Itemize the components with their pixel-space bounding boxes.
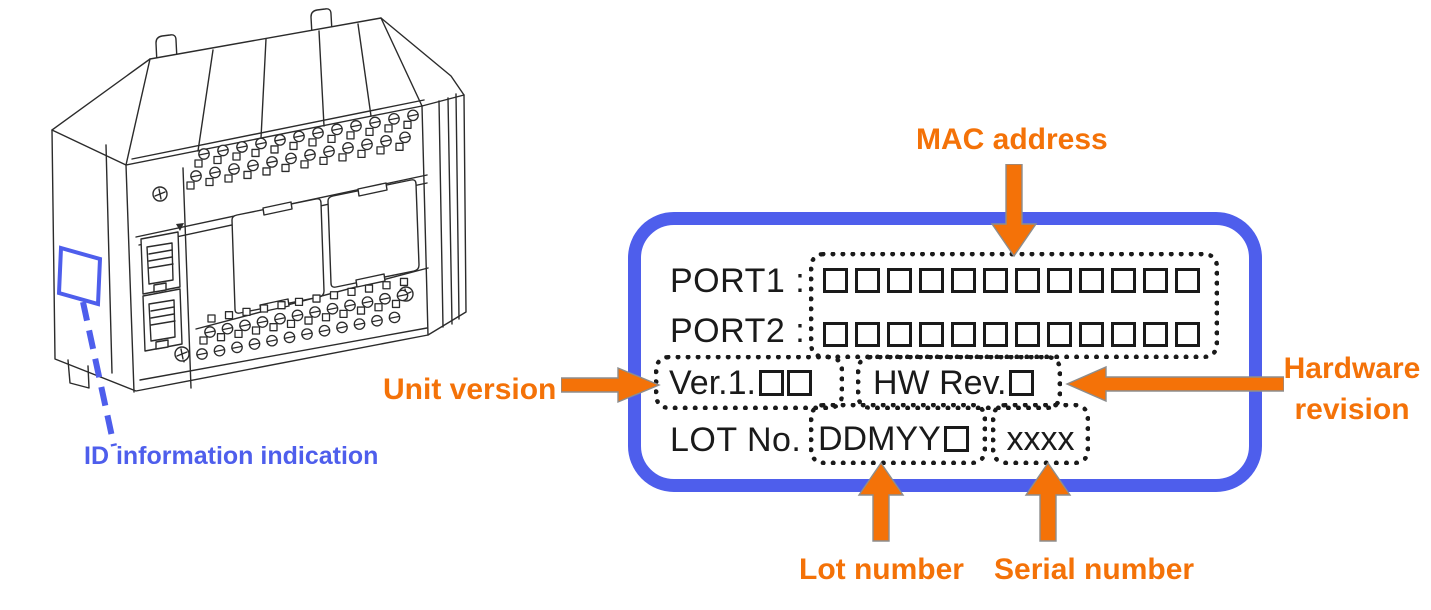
placeholder-square [1175, 322, 1200, 347]
placeholder-square [1015, 268, 1040, 293]
lot-date-prefix: DDMYY [818, 420, 941, 458]
hw-revision-field: HW Rev. [856, 355, 1062, 410]
port1-label: PORT1 : [670, 262, 806, 300]
hw-revision-value: HW Rev. [873, 363, 1035, 403]
port2-mac-squares [823, 322, 1200, 347]
hardware-revision-line1: Hardware [1283, 352, 1421, 385]
placeholder-square [855, 322, 880, 347]
id-plate-marker [56, 245, 103, 307]
lot-number-arrow [857, 462, 905, 542]
placeholder-square [1015, 322, 1040, 347]
id-indication-caption: ID information indication [84, 442, 379, 470]
placeholder-square [887, 268, 912, 293]
placeholder-square [1047, 268, 1072, 293]
placeholder-square [823, 268, 848, 293]
leader-line [80, 301, 117, 447]
unit-version-value: Ver.1. [669, 363, 812, 403]
placeholder-square [943, 426, 969, 452]
lot-date-square [941, 420, 969, 458]
placeholder-square [1079, 268, 1104, 293]
serial-field: xxxx [991, 403, 1090, 465]
placeholder-square [951, 268, 976, 293]
placeholder-square [855, 268, 880, 293]
placeholder-square [1009, 370, 1035, 396]
placeholder-square [887, 322, 912, 347]
unit-version-prefix: Ver.1. [669, 364, 756, 402]
placeholder-square [1111, 322, 1136, 347]
placeholder-square [919, 322, 944, 347]
terminal-cover [231, 198, 325, 314]
terminal-cover [327, 179, 420, 288]
placeholder-square [1175, 268, 1200, 293]
placeholder-square [758, 370, 784, 396]
placeholder-square [786, 370, 812, 396]
mac-address-annotation: MAC address [916, 123, 1108, 156]
unit-version-field: Ver.1. [654, 355, 844, 410]
port2-label: PORT2 : [670, 312, 806, 350]
placeholder-square [1143, 268, 1168, 293]
placeholder-square [1111, 268, 1136, 293]
unit-version-squares [756, 364, 812, 402]
serial-number-annotation: Serial number [994, 553, 1195, 586]
placeholder-square [1143, 322, 1168, 347]
mac-address-field [809, 252, 1219, 359]
unit-version-annotation: Unit version [383, 373, 557, 406]
placeholder-square [983, 268, 1008, 293]
placeholder-square [919, 268, 944, 293]
placeholder-square [1047, 322, 1072, 347]
port1-mac-squares [823, 268, 1200, 293]
serial-number-arrow [1024, 462, 1072, 542]
hw-revision-prefix: HW Rev. [873, 364, 1007, 402]
hardware-revision-arrow [1065, 365, 1284, 403]
mac-address-arrow [990, 164, 1038, 258]
hw-revision-square [1006, 364, 1035, 402]
unit-version-arrow [561, 366, 661, 404]
placeholder-square [983, 322, 1008, 347]
serial-value: xxxx [1006, 420, 1075, 458]
plc-device-drawing [51, 8, 467, 447]
lot-label: LOT No. [670, 421, 802, 459]
lot-number-annotation: Lot number [799, 553, 964, 586]
lot-date-value: DDMYY [818, 419, 969, 459]
hardware-revision-annotation: Hardware revision [1276, 348, 1428, 430]
placeholder-square [823, 322, 848, 347]
lot-date-field: DDMYY [809, 403, 987, 465]
placeholder-square [951, 322, 976, 347]
placeholder-square [1079, 322, 1104, 347]
hardware-revision-line2: revision [1294, 393, 1410, 426]
